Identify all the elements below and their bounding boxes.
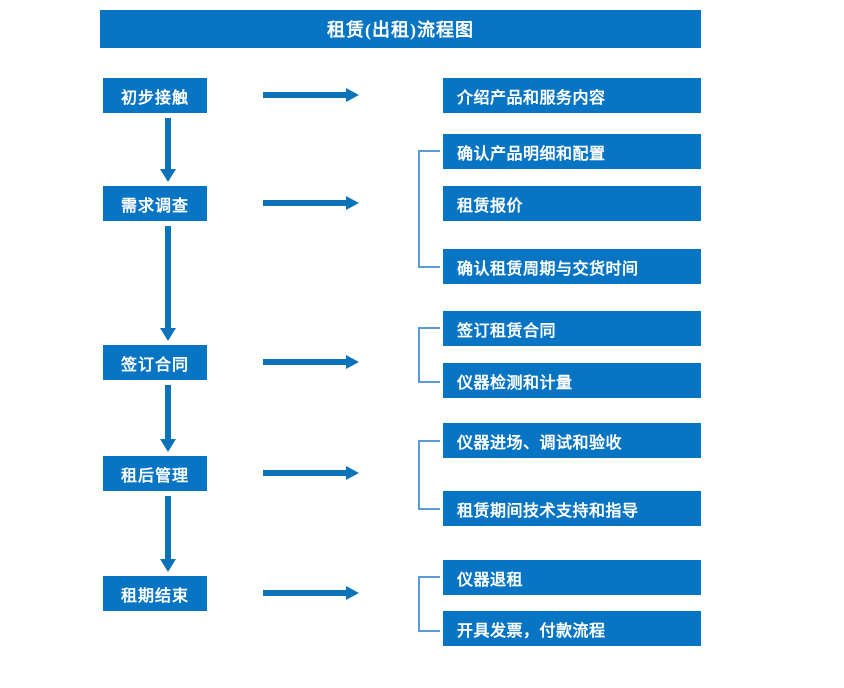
arrow-shaft (165, 118, 171, 169)
arrow-shaft (263, 590, 347, 596)
stage-box-3[interactable]: 签订合同 (103, 345, 207, 380)
arrow-shaft (165, 226, 171, 328)
stage-box-2[interactable]: 需求调查 (103, 186, 207, 221)
arrow-head (160, 559, 176, 572)
arrow-head (160, 169, 176, 182)
group-bracket-2 (418, 150, 440, 268)
arrow-head (346, 355, 359, 369)
horizontal-arrow-3 (263, 355, 359, 369)
group-bracket-5 (418, 576, 440, 632)
detail-box-5-2[interactable]: 开具发票，付款流程 (443, 611, 701, 646)
vertical-arrow-1-to-2 (160, 118, 176, 182)
detail-box-2-2[interactable]: 租赁报价 (443, 186, 701, 221)
arrow-shaft (165, 385, 171, 439)
arrow-shaft (165, 496, 171, 559)
detail-box-5-1[interactable]: 仪器退租 (443, 560, 701, 595)
vertical-arrow-4-to-5 (160, 496, 176, 572)
horizontal-arrow-5 (263, 586, 359, 600)
group-bracket-3 (418, 327, 440, 383)
arrow-shaft (263, 470, 347, 476)
page-title: 租赁(出租)流程图 (100, 10, 701, 48)
arrow-head (346, 466, 359, 480)
arrow-head (346, 586, 359, 600)
arrow-head (346, 88, 359, 102)
horizontal-arrow-2 (263, 196, 359, 210)
vertical-arrow-2-to-3 (160, 226, 176, 341)
detail-box-3-2[interactable]: 仪器检测和计量 (443, 363, 701, 398)
arrow-head (160, 328, 176, 341)
stage-box-5[interactable]: 租期结束 (103, 576, 207, 611)
detail-box-2-1[interactable]: 确认产品明细和配置 (443, 134, 701, 169)
stage-box-1[interactable]: 初步接触 (103, 78, 207, 113)
detail-box-4-1[interactable]: 仪器进场、调试和验收 (443, 423, 701, 458)
detail-box-3-1[interactable]: 签订租赁合同 (443, 311, 701, 346)
arrow-shaft (263, 92, 347, 98)
arrow-head (160, 439, 176, 452)
detail-box-2-3[interactable]: 确认租赁周期与交货时间 (443, 249, 701, 284)
vertical-arrow-3-to-4 (160, 385, 176, 452)
detail-box-1-1[interactable]: 介绍产品和服务内容 (443, 78, 701, 113)
arrow-shaft (263, 200, 347, 206)
horizontal-arrow-4 (263, 466, 359, 480)
stage-box-4[interactable]: 租后管理 (103, 456, 207, 491)
detail-box-4-2[interactable]: 租赁期间技术支持和指导 (443, 491, 701, 526)
group-bracket-4 (418, 440, 440, 510)
arrow-shaft (263, 359, 347, 365)
arrow-head (346, 196, 359, 210)
horizontal-arrow-1 (263, 88, 359, 102)
